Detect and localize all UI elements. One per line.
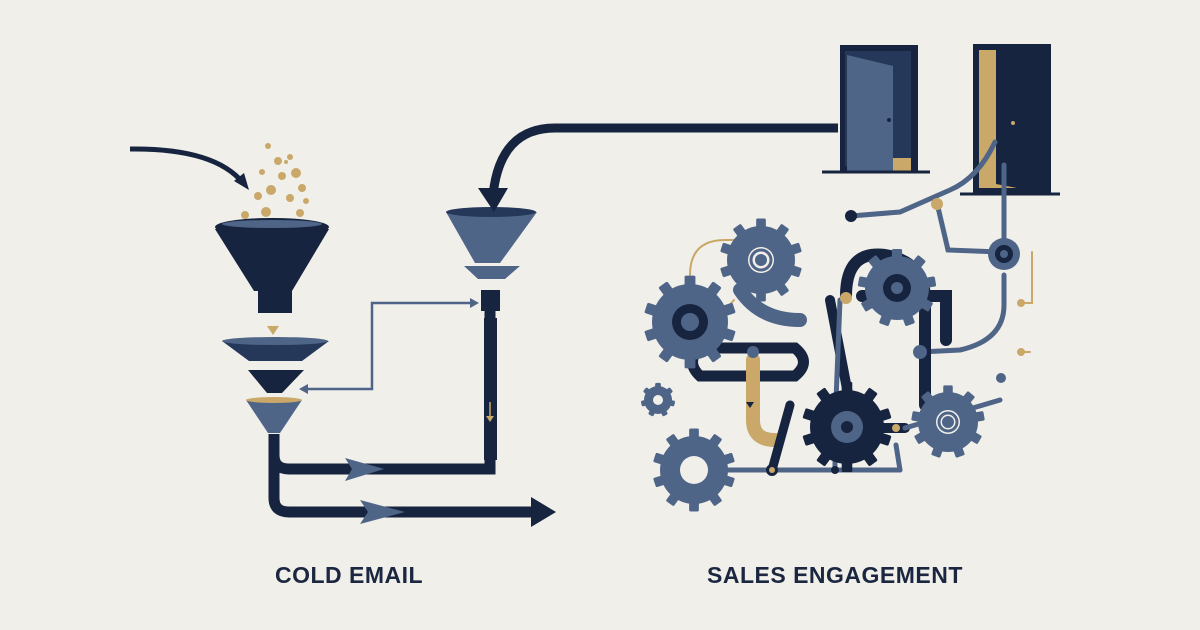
- funnel-stage-two: [248, 370, 304, 393]
- funnel-stage-three: [246, 397, 302, 433]
- pipe-upper: [268, 292, 496, 475]
- funnel-stage-one: [222, 337, 329, 361]
- connector-nodes: [711, 198, 1025, 476]
- gear-icon: [644, 275, 736, 369]
- incoming-arrow-icon: [129, 146, 249, 190]
- gear-cluster: [641, 218, 985, 512]
- gear-icon: [720, 218, 802, 302]
- feedback-arrowhead-icon: [299, 384, 308, 394]
- door-right-icon: [960, 44, 1060, 196]
- cold-email-label: COLD EMAIL: [275, 562, 424, 588]
- pipe-lower-arrowhead-icon: [531, 497, 556, 527]
- door-left-icon: [822, 45, 930, 174]
- lead-particles: [241, 143, 309, 219]
- feedback-loop: [301, 301, 474, 391]
- gear-icon: [641, 382, 675, 417]
- pipe-lower: [268, 445, 535, 518]
- return-arrow-icon: [478, 123, 838, 212]
- drop-arrow-icon: [267, 326, 279, 335]
- second-funnel-icon: [446, 207, 537, 311]
- vertical-pipe: [484, 318, 497, 460]
- feedback-arrowhead-icon: [470, 298, 479, 308]
- gear-icon: [802, 381, 892, 473]
- flow-chevron-icon: [345, 458, 384, 481]
- gear-icon: [857, 248, 937, 326]
- gear-icon: [911, 385, 985, 458]
- top-funnel-icon: [215, 218, 329, 313]
- sales-engagement-label: SALES ENGAGEMENT: [707, 562, 963, 588]
- flow-chevron-icon: [360, 500, 405, 524]
- gear-icon: [653, 428, 735, 512]
